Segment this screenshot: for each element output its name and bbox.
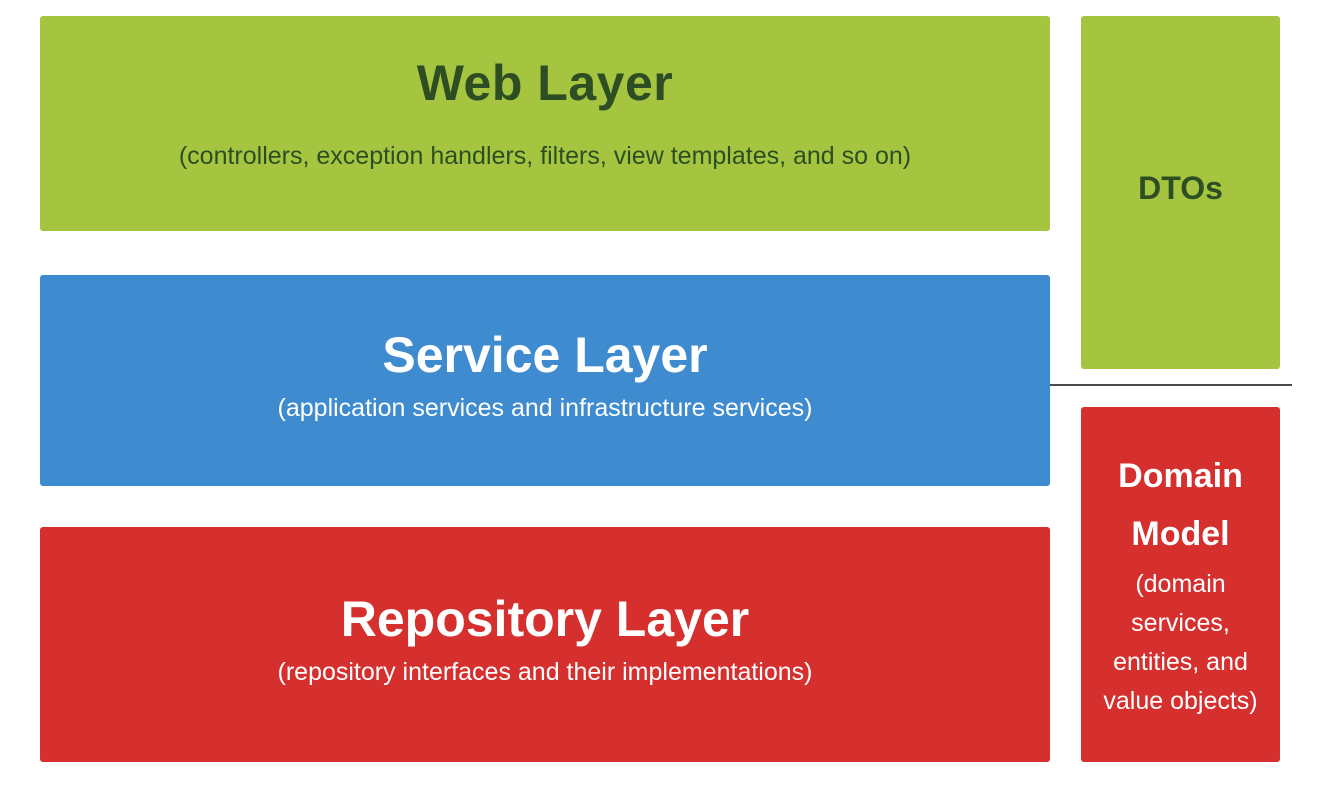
web-layer-description: (controllers, exception handlers, filter… [178,142,912,170]
service-layer-description: (application services and infrastructure… [277,394,813,422]
web-layer-block: Web Layer (controllers, exception handle… [40,16,1050,231]
repository-layer-description: (repository interfaces and their impleme… [277,658,813,686]
dtos-title: DTOs [1138,169,1223,206]
web-layer-title: Web Layer [416,55,674,111]
divider-line [1050,384,1292,386]
domain-model-title-line1: Domain [1118,456,1243,495]
domain-model-block: Domain Model (domain services, entities,… [1081,407,1280,762]
service-layer-block: Service Layer (application services and … [40,275,1050,486]
dtos-block: DTOs [1081,16,1280,369]
repository-layer-title: Repository Layer [340,591,750,647]
domain-model-description: (domain services, entities, and value ob… [1103,569,1258,715]
service-layer-title: Service Layer [382,327,708,383]
repository-layer-block: Repository Layer (repository interfaces … [40,527,1050,762]
domain-model-title-line2: Model [1131,514,1230,553]
